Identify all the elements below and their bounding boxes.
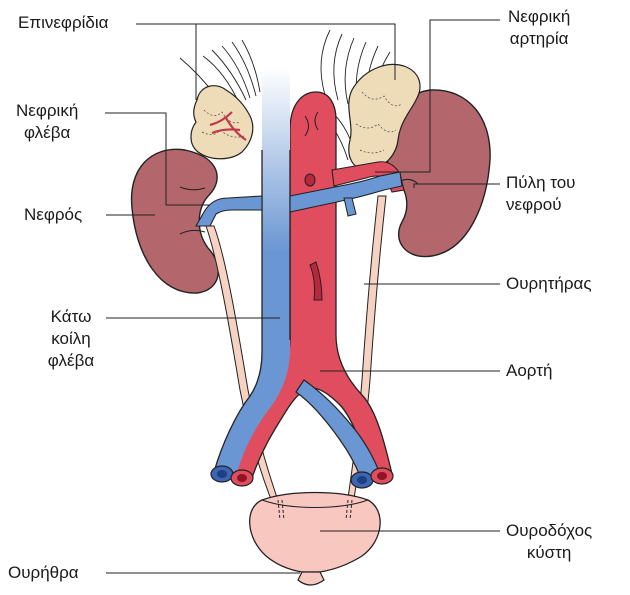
label-aorta: Αορτή <box>506 360 552 382</box>
left-adrenal-gland <box>191 86 253 159</box>
label-urethra: Ουρήθρα <box>8 562 79 584</box>
label-renal-vein: Νεφρική φλέβα <box>16 100 78 144</box>
urethra <box>298 572 324 585</box>
label-ureter: Ουρητήρας <box>506 273 592 295</box>
label-inferior-vena-cava: Κάτω κοίλη φλέβα <box>36 306 106 372</box>
label-renal-artery: Νεφρική αρτηρία <box>508 6 570 50</box>
label-bladder: Ουροδόχος κύστη <box>506 520 592 564</box>
label-renal-hilum: Πύλη του νεφρού <box>506 172 575 216</box>
label-adrenal-glands: Επινεφρίδια <box>18 12 108 34</box>
urinary-bladder <box>250 493 380 573</box>
label-kidney: Νεφρός <box>24 204 82 226</box>
renal-vein-left <box>196 196 262 226</box>
